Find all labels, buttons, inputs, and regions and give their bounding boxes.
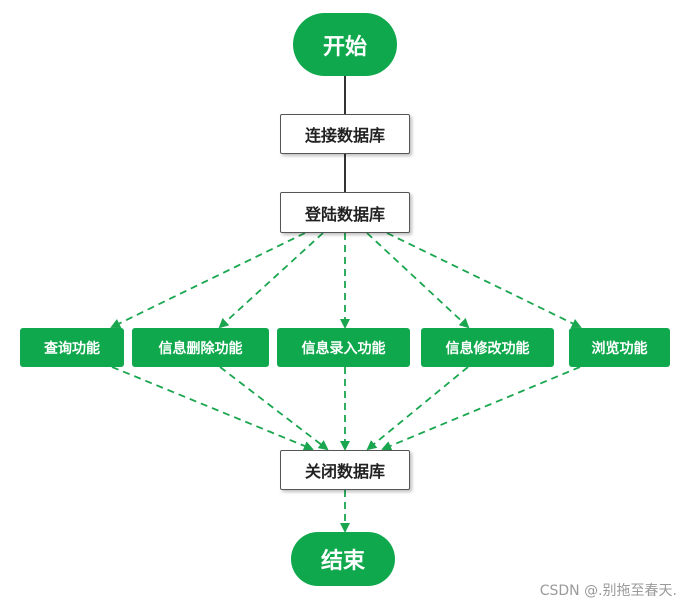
delete-function-node: 信息删除功能 <box>132 328 269 367</box>
arrow-browse-to-close <box>381 366 581 451</box>
login-db-node: 登陆数据库 <box>280 192 410 233</box>
arrow-login-to-browse <box>386 232 582 328</box>
close-db-node: 关闭数据库 <box>280 450 410 490</box>
arrow-query-to-close <box>111 366 314 451</box>
end-node: 结束 <box>291 532 395 586</box>
modify-function-node: 信息修改功能 <box>421 328 554 367</box>
arrow-delete-to-close <box>219 366 329 451</box>
arrow-login-to-query <box>110 232 306 328</box>
entry-function-node: 信息录入功能 <box>277 328 410 367</box>
connect-db-node: 连接数据库 <box>280 114 410 154</box>
query-function-node: 查询功能 <box>20 328 124 367</box>
arrow-login-to-modify <box>366 232 470 329</box>
csdn-watermark: CSDN @.别拖至春天. <box>539 583 677 599</box>
start-node: 开始 <box>293 13 397 76</box>
arrow-modify-to-close <box>366 366 469 451</box>
browse-function-node: 浏览功能 <box>569 328 670 367</box>
arrow-login-to-delete <box>218 232 324 329</box>
